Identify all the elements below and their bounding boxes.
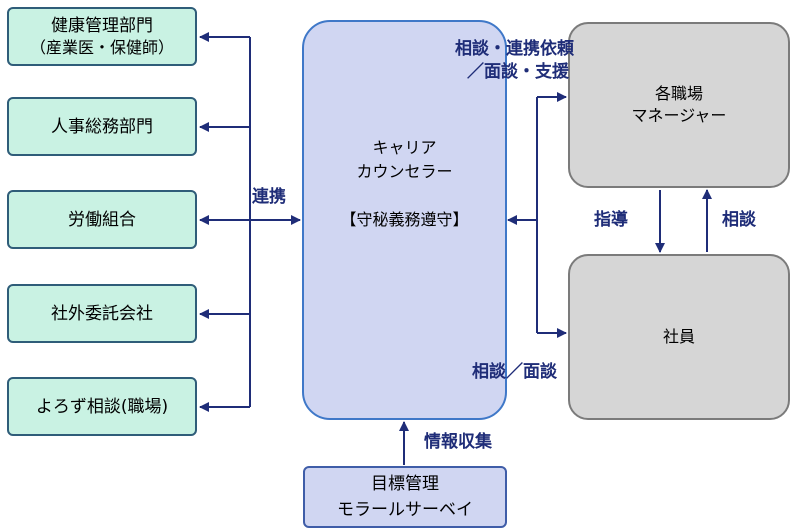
- label-bottom: 相談／面談: [472, 362, 557, 382]
- counselor-line2: カウンセラー: [356, 162, 453, 181]
- survey-line1: 目標管理: [371, 474, 439, 494]
- manager-line2: マネージャー: [631, 106, 727, 125]
- label-top-line1: 相談・連携依頼: [455, 39, 574, 59]
- label-sodan: 相談: [722, 210, 756, 230]
- dept-outsource: 社外委託会社: [7, 284, 197, 343]
- employee-box: 社員: [568, 254, 790, 420]
- dept-outsource-label: 社外委託会社: [51, 303, 153, 324]
- label-joho: 情報収集: [424, 432, 492, 452]
- dept-health: 健康管理部門 （産業医・保健師）: [7, 7, 197, 66]
- label-top-block: 相談・連携依頼 ／面談・支援: [455, 38, 574, 84]
- employee-label: 社員: [662, 327, 695, 346]
- manager-box: 各職場 マネージャー: [568, 22, 790, 188]
- dept-union-label: 労働組合: [68, 209, 136, 230]
- label-shido: 指導: [594, 210, 628, 230]
- counselor-box: キャリア カウンセラー 【守秘義務遵守】: [302, 20, 507, 420]
- dept-hr-label: 人事総務部門: [51, 116, 153, 137]
- survey-box: 目標管理 モラールサーベイ: [303, 466, 507, 528]
- label-top-line2: ／面談・支援: [467, 62, 569, 82]
- dept-hr: 人事総務部門: [7, 97, 197, 156]
- dept-health-sublabel: （産業医・保健師）: [29, 37, 174, 57]
- manager-line1: 各職場: [654, 84, 703, 103]
- counselor-line1: キャリア: [372, 138, 437, 157]
- dept-yorozu: よろず相談(職場): [7, 377, 197, 436]
- counselor-confidentiality: 【守秘義務遵守】: [340, 210, 469, 229]
- dept-yorozu-label: よろず相談(職場): [35, 396, 169, 417]
- label-renkei: 連携: [252, 187, 286, 207]
- dept-union: 労働組合: [7, 190, 197, 249]
- dept-health-label: 健康管理部門: [51, 15, 153, 36]
- survey-line2: モラールサーベイ: [337, 500, 473, 520]
